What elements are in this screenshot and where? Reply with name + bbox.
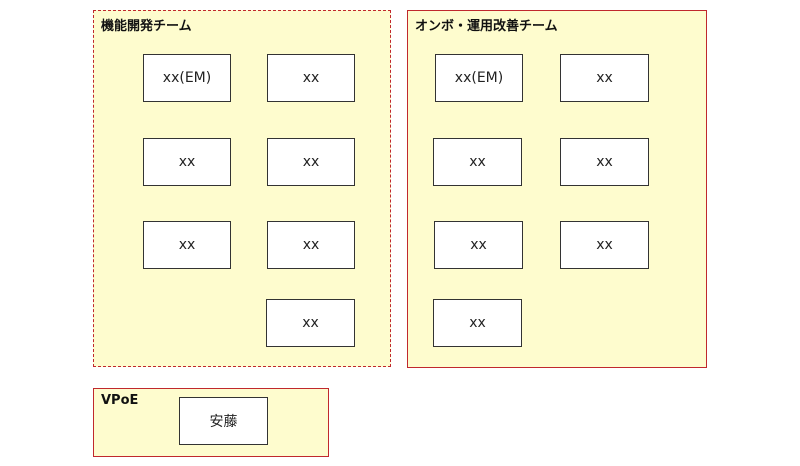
member-box: xx [433, 299, 522, 347]
member-box: xx [266, 299, 355, 347]
member-box: xx [267, 221, 355, 269]
member-box: 安藤 [179, 397, 268, 445]
team-title: VPoE [101, 393, 139, 408]
team-title: 機能開発チーム [101, 19, 192, 34]
member-box: xx [143, 138, 231, 186]
member-box: xx [143, 221, 231, 269]
member-box: xx [434, 221, 523, 269]
team-title: オンボ・運用改善チーム [415, 19, 558, 34]
member-box: xx [560, 221, 649, 269]
member-box: xx(EM) [435, 54, 523, 102]
member-box: xx [560, 138, 649, 186]
member-box: xx [433, 138, 522, 186]
member-box: xx(EM) [143, 54, 231, 102]
member-box: xx [560, 54, 649, 102]
member-box: xx [267, 54, 355, 102]
member-box: xx [267, 138, 355, 186]
